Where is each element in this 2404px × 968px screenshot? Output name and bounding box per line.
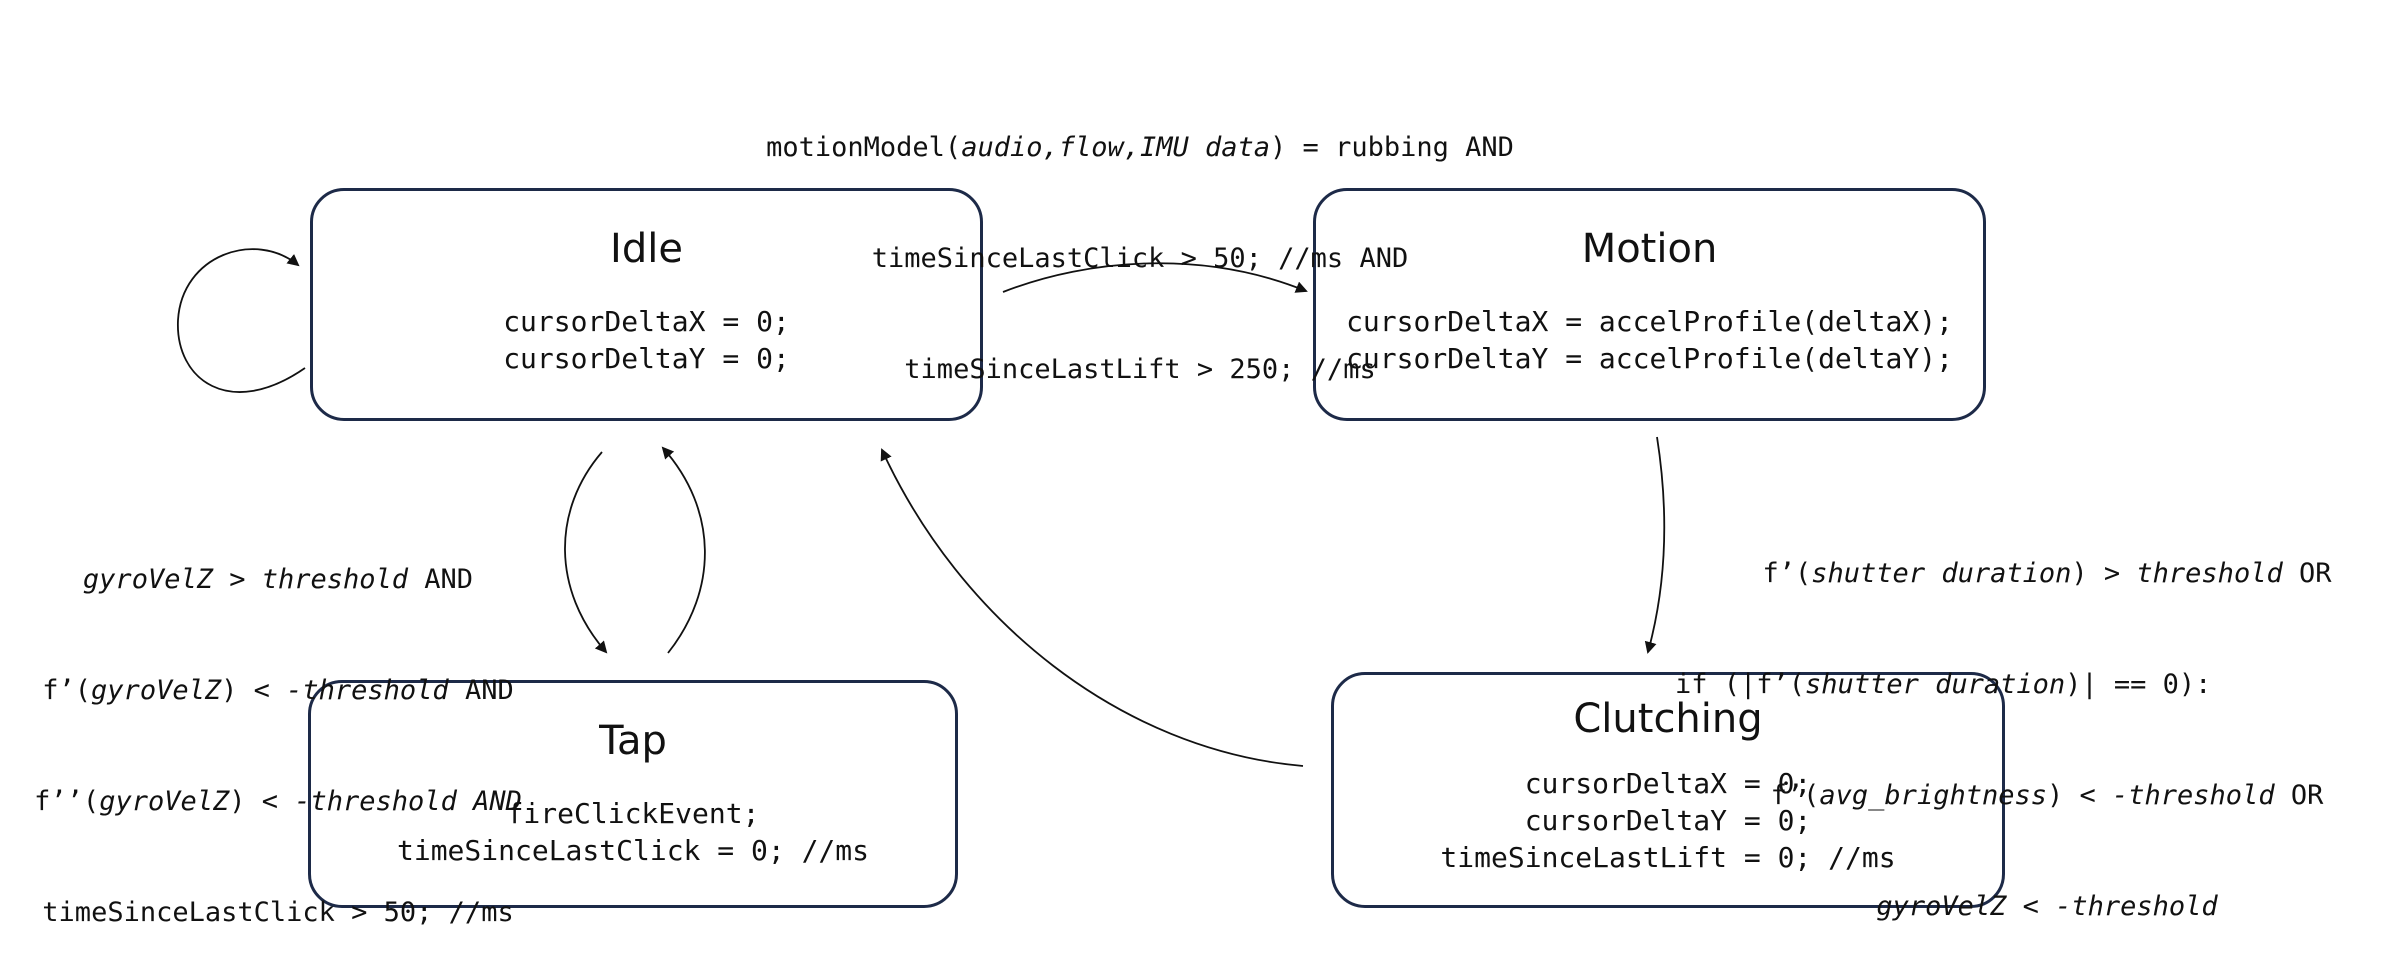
condition-line: f’(shutter duration) > threshold OR [1762,558,2332,589]
condition-line: timeSinceLastLift > 250; //ms [904,354,1376,385]
state-idle-title: Idle [610,226,683,272]
condition-idle-to-motion: motionModel(audio,flow,IMU data) = rubbi… [740,55,1540,425]
arrow-idle-to-tap [564,451,608,654]
condition-line: if (|f’(shutter duration)| == 0): [1675,669,2212,700]
state-clutching-actions: cursorDeltaX = 0; cursorDeltaY = 0; time… [1334,765,2002,876]
state-motion-actions: cursorDeltaX = accelProfile(deltaX); cur… [1316,303,1983,377]
condition-motion-to-clutching: f’(shutter duration) > threshold OR if (… [1660,481,2404,962]
action-line: fireClickEvent; [506,797,760,830]
action-line: timeSinceLastClick = 0; //ms [396,834,869,867]
condition-line: timeSinceLastClick > 50; //ms AND [871,243,1409,274]
condition-line: f’(avg_brightness) < -threshold OR [1770,780,2324,811]
condition-line: timeSinceLastClick > 50; //ms [42,897,514,928]
arrow-idle-self-loop [177,248,306,393]
action-line: timeSinceLastLift = 0; //ms [1440,841,1896,874]
state-idle: Idle cursorDeltaX = 0; cursorDeltaY = 0; [310,188,983,421]
state-tap-actions: fireClickEvent; timeSinceLastClick = 0; … [311,795,955,869]
state-motion: Motion cursorDeltaX = accelProfile(delta… [1313,188,1986,421]
arrow-idle-to-motion [1002,262,1308,293]
action-line: cursorDeltaY = accelProfile(deltaY); [1346,342,1953,375]
condition-line: f’’(gyroVelZ) < -threshold AND [34,786,522,817]
state-idle-actions: cursorDeltaX = 0; cursorDeltaY = 0; [313,303,980,377]
condition-idle-to-tap: gyroVelZ > threshold AND f’(gyroVelZ) < … [0,487,556,968]
condition-line: gyroVelZ < -threshold [1876,891,2218,922]
action-line: cursorDeltaX = 0; [1524,767,1812,800]
condition-line: gyroVelZ > threshold AND [82,564,474,595]
arrow-tap-to-idle [661,446,706,654]
arrow-clutching-to-idle [880,448,1304,767]
state-motion-title: Motion [1581,226,1718,272]
condition-line: f’(gyroVelZ) < -threshold AND [42,675,514,706]
state-clutching: Clutching cursorDeltaX = 0; cursorDeltaY… [1331,672,2005,908]
state-tap-title: Tap [599,718,667,764]
action-line: cursorDeltaX = accelProfile(deltaX); [1346,305,1953,338]
action-line: cursorDeltaX = 0; [503,305,790,338]
action-line: cursorDeltaY = 0; [1524,804,1812,837]
action-line: cursorDeltaY = 0; [503,342,790,375]
condition-line: motionModel(audio,flow,IMU data) = rubbi… [766,132,1514,163]
arrow-motion-to-clutching [1644,436,1666,654]
state-clutching-title: Clutching [1573,696,1763,742]
state-tap: Tap fireClickEvent; timeSinceLastClick =… [308,680,958,908]
